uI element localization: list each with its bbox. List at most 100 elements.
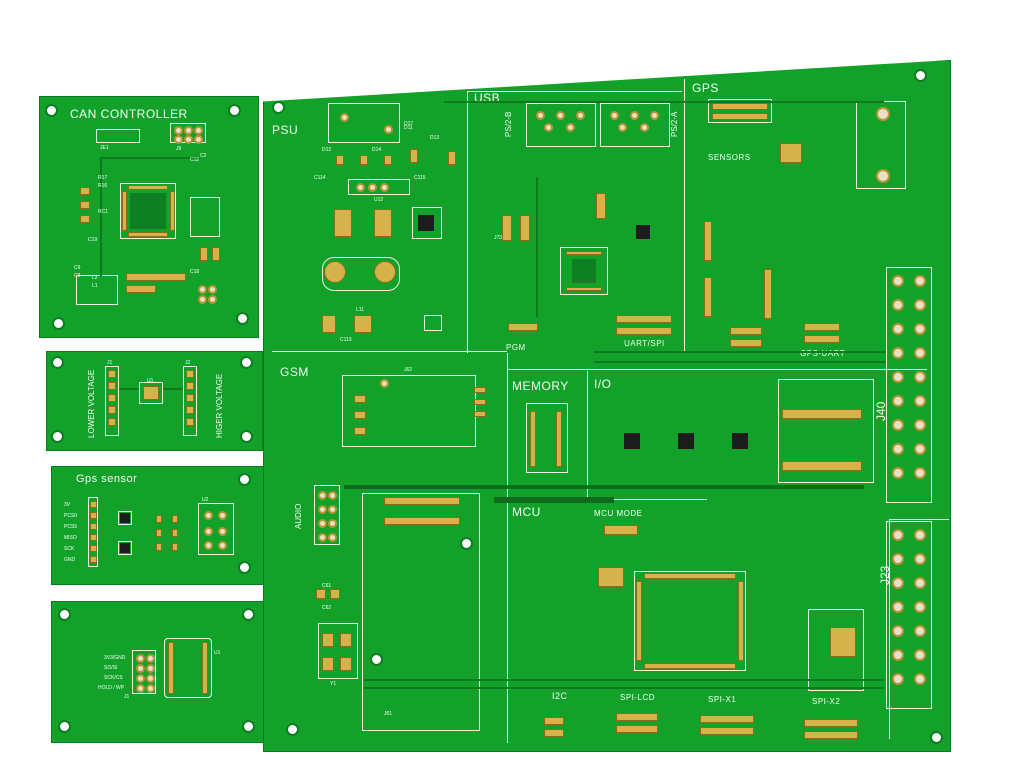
pin-label: MISO	[64, 535, 77, 541]
header-pin	[108, 394, 116, 402]
ic-pad-row	[782, 409, 862, 419]
section-divider	[889, 519, 890, 739]
smd-pad	[80, 215, 90, 223]
ps2-pin	[544, 123, 553, 132]
psu-connector-outline	[328, 103, 400, 143]
j40-pin	[892, 323, 904, 335]
smd-pad	[172, 529, 178, 537]
header-pin	[184, 135, 193, 144]
header-pin	[146, 684, 155, 693]
ref-designator: J9	[176, 146, 182, 152]
mounting-hole	[238, 561, 251, 574]
j23-pin	[892, 625, 904, 637]
pin-label: PCS5	[64, 524, 78, 530]
ps2-pin	[650, 111, 659, 120]
smd-pad	[474, 411, 486, 417]
ref-designator: D17	[404, 121, 414, 127]
j23-pin	[914, 673, 926, 685]
mounting-hole	[930, 731, 943, 744]
ic-pad-row	[122, 191, 127, 231]
ref-designator: C62	[322, 605, 332, 611]
ic-footprint	[190, 197, 220, 237]
pin-label: SCK/CS	[104, 675, 123, 681]
mounting-hole	[240, 356, 253, 369]
j40-pin	[892, 395, 904, 407]
ref-designator: C8	[74, 273, 81, 279]
ref-designator: U12	[374, 197, 384, 203]
smd-pad	[322, 633, 334, 647]
ic-chip	[418, 215, 434, 231]
ic-chip	[120, 513, 130, 523]
smd-pad	[172, 515, 178, 523]
header-pin	[204, 511, 213, 520]
header-pin-row	[700, 727, 754, 735]
header-pin	[90, 523, 97, 530]
ref-designator: U1	[147, 378, 154, 384]
ref-designator: J73	[494, 235, 503, 241]
section-gsm: GSM	[280, 365, 309, 379]
ref-designator: JE1	[100, 145, 109, 151]
ref-designator: R17	[98, 175, 108, 181]
spi-x1-label: SPI-X1	[708, 695, 737, 704]
mounting-hole	[460, 537, 473, 550]
copper-trace	[119, 388, 139, 390]
copper-trace	[364, 687, 884, 689]
smd-pad	[354, 427, 366, 435]
ic-pad-row	[782, 461, 862, 471]
j40-pin	[892, 275, 904, 287]
mounting-hole	[58, 608, 71, 621]
smd-pad	[172, 543, 178, 551]
ref-designator: U1	[214, 650, 221, 656]
usb-ic-chip	[572, 259, 596, 283]
ic-footprint	[118, 541, 132, 555]
section-sensors: SENSORS	[708, 153, 751, 162]
audio-pin	[328, 491, 337, 500]
diode-pad	[360, 155, 368, 165]
header-pin	[90, 534, 97, 541]
mounting-hole	[51, 430, 64, 443]
header-pin	[186, 406, 194, 414]
lower-voltage-label: LOWER VOLTAGE	[87, 369, 96, 438]
smd-pad	[126, 273, 186, 281]
header-pin	[108, 418, 116, 426]
smd-pad	[156, 515, 162, 523]
section-io: I/O	[594, 377, 612, 391]
ref-designator: C114	[314, 175, 326, 181]
copper-trace	[594, 361, 886, 363]
smd-pad	[212, 247, 220, 261]
mounting-hole	[914, 69, 927, 82]
audio-pin	[328, 505, 337, 514]
smd-pad	[474, 387, 486, 393]
copper-trace	[444, 101, 884, 103]
main-board: PSU USB GPS SENSORS GSM MEMORY I/O MCU M…	[263, 60, 951, 752]
spi-lcd-label: SPI-LCD	[620, 693, 656, 702]
mounting-hole	[272, 101, 285, 114]
header-pin-row	[804, 731, 858, 739]
connector-j2	[183, 366, 197, 436]
ref-designator: C61	[322, 583, 332, 589]
header-pin	[90, 556, 97, 563]
smd-pad	[322, 657, 334, 671]
section-mcu: MCU	[512, 505, 541, 519]
j23-pin	[892, 601, 904, 613]
header-pin	[198, 295, 207, 304]
smd-pad	[502, 215, 512, 241]
header-pin	[108, 382, 116, 390]
pin-label: SO/SI	[104, 665, 118, 671]
gps-sensor-board: Gps sensor 3V PCS0 PCS5 MISO SCK GND U2	[51, 466, 266, 585]
ps2-pin	[536, 111, 545, 120]
ref-designator: D13	[430, 135, 440, 141]
ic-pad-row	[168, 642, 174, 694]
ic-pad-row	[384, 497, 460, 505]
section-divider	[272, 351, 507, 352]
ic-pad-row	[530, 411, 536, 467]
header-pin	[174, 126, 183, 135]
j23-pin	[914, 601, 926, 613]
audio-pin	[318, 519, 327, 528]
header-pin-row	[804, 323, 840, 331]
header-pin	[174, 135, 183, 144]
smd-pad	[704, 221, 712, 261]
smd-pad	[354, 395, 366, 403]
regulator-pin	[356, 183, 365, 192]
header-pin	[198, 285, 207, 294]
